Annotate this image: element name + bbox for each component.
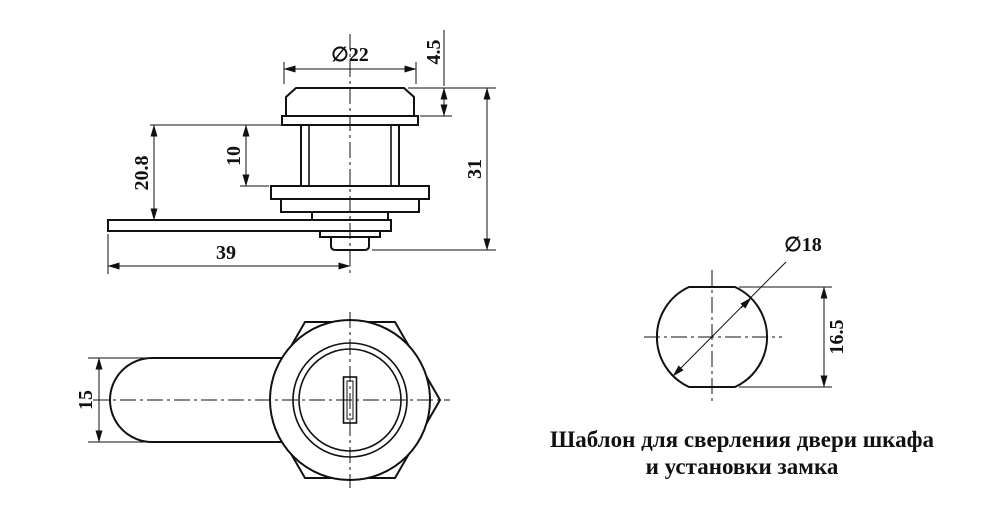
dim-upper-assembly-height: 20.8 (131, 124, 158, 221)
template-hole-outline (655, 286, 769, 388)
dim-across-flats: 16.5 (739, 286, 848, 388)
dim-label-cap-height: 4.5 (423, 40, 445, 65)
caption-line-2: и установки замка (646, 454, 839, 479)
dim-hole-diameter: ∅18 (672, 234, 822, 377)
front-view: 15 (75, 312, 450, 488)
dim-body-height: 10 (150, 124, 299, 187)
dim-cap-height: 4.5 (408, 30, 496, 117)
dim-lever-width: 15 (75, 357, 150, 443)
dim-cap-diameter: ∅22 (283, 44, 417, 84)
dim-label-hole-diameter: ∅18 (784, 234, 821, 256)
dim-label-lever-width: 15 (75, 390, 97, 410)
lock-body-outline (107, 87, 430, 251)
dim-label-lever-length: 39 (216, 242, 236, 264)
dim-lever-length: 39 (107, 234, 351, 274)
side-view: ∅22 4.5 31 10 20. (107, 30, 496, 274)
dim-label-upper-assembly-height: 20.8 (131, 156, 153, 191)
template-view: ∅18 16.5 (644, 234, 848, 404)
dim-label-across-flats: 16.5 (826, 320, 848, 355)
dim-label-cap-diameter: ∅22 (331, 44, 368, 66)
caption: Шаблон для сверления двери шкафа и устан… (550, 427, 934, 479)
dim-label-body-height: 10 (223, 146, 245, 166)
caption-line-1: Шаблон для сверления двери шкафа (550, 427, 934, 452)
dim-overall-height: 31 (372, 87, 496, 251)
dim-label-overall-height: 31 (464, 159, 486, 179)
